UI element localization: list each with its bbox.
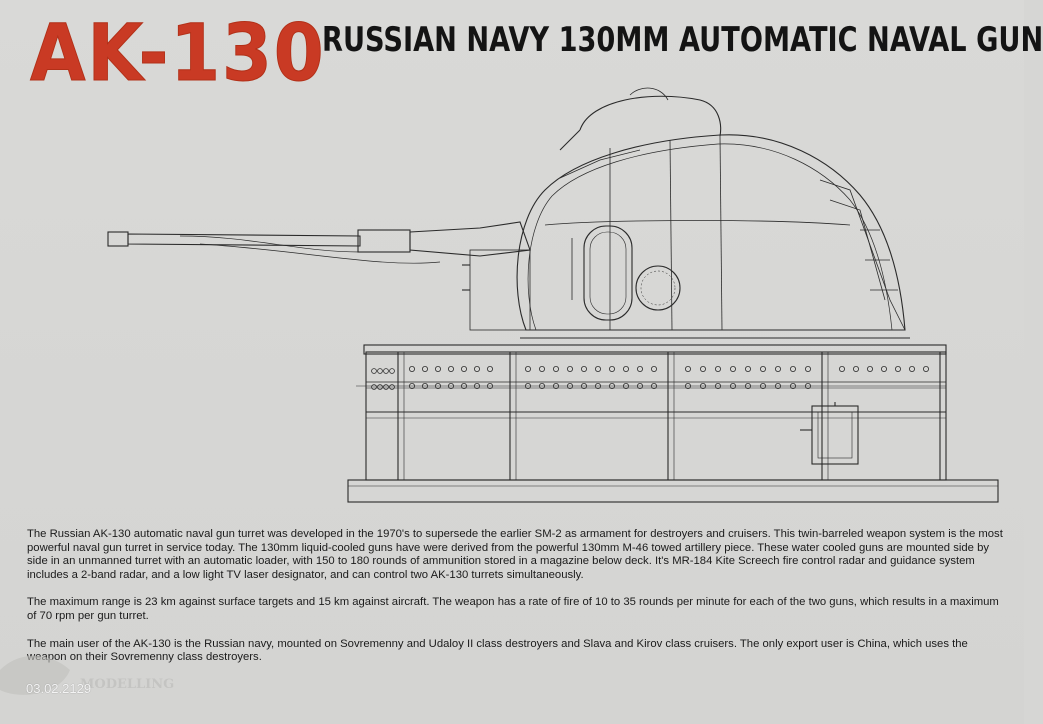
model-code-title: AK-130 <box>30 9 326 99</box>
description-text: The Russian AK-130 automatic naval gun t… <box>27 528 1007 679</box>
paragraph: The main user of the AK-130 is the Russi… <box>27 637 968 664</box>
base-platform <box>347 344 999 503</box>
access-hatch <box>571 225 681 321</box>
turret-line-drawing <box>107 87 999 503</box>
paragraph: The maximum range is 23 km against surfa… <box>27 596 999 622</box>
watermark-text: MODELLING <box>80 677 174 692</box>
paragraph: The Russian AK-130 automatic naval gun t… <box>27 528 1003 581</box>
turret-dome <box>516 87 910 339</box>
gun-barrel <box>107 221 531 331</box>
page-date: 03.02.2129 <box>26 681 92 696</box>
junction-box <box>800 402 859 465</box>
vent-holes <box>371 365 930 390</box>
watermark-logo: MODELLING <box>0 655 174 695</box>
sheet-headline: RUSSIAN NAVY 130MM AUTOMATIC NAVAL GUN <box>322 20 1043 60</box>
rear-fittings <box>819 179 906 331</box>
